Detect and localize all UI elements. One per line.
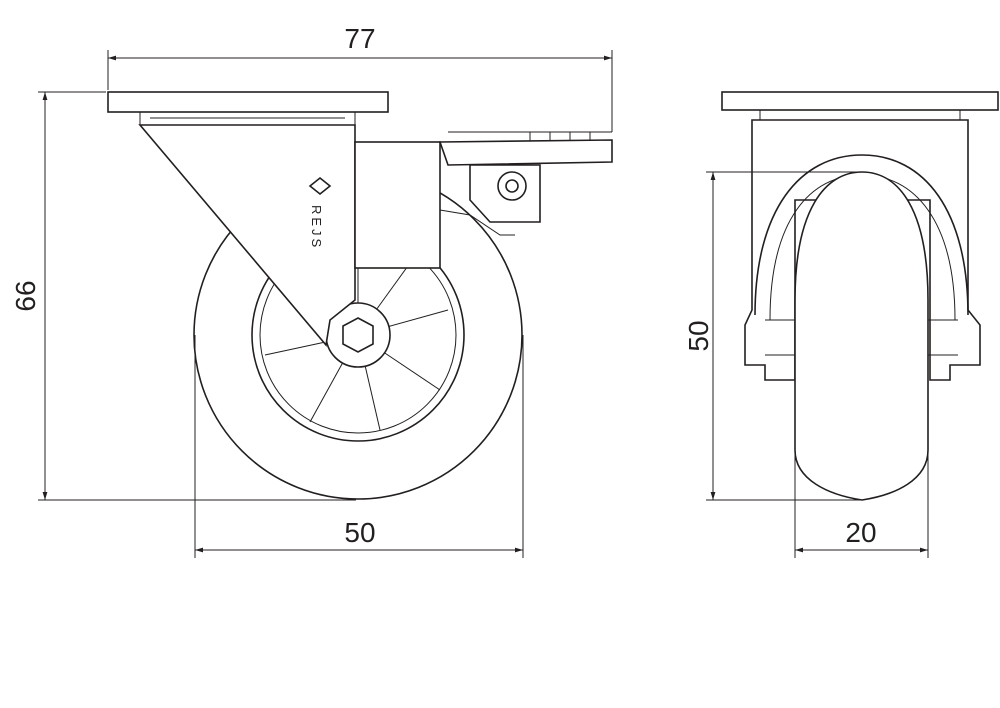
top-plate [107, 91, 389, 113]
side-top-plate [721, 91, 999, 111]
svg-text:REJS: REJS [309, 205, 324, 250]
svg-text:50: 50 [344, 517, 375, 548]
dimension-20: 20 [794, 450, 929, 558]
dimension-66: 66 [10, 91, 356, 501]
swivel-bracket [138, 124, 356, 347]
svg-text:77: 77 [344, 23, 375, 54]
svg-text:50: 50 [683, 320, 714, 351]
side-fork [744, 119, 981, 381]
svg-text:66: 66 [10, 280, 41, 311]
brake-pedal [438, 139, 613, 166]
side-view: 50 20 [683, 91, 999, 558]
brake-housing [354, 141, 441, 269]
side-wheel [794, 171, 929, 501]
svg-text:20: 20 [845, 517, 876, 548]
dimension-77: 77 [107, 23, 613, 132]
front-view: REJS 77 66 50 [10, 23, 613, 558]
dimension-50-height: 50 [683, 171, 860, 501]
hex-axle-icon [342, 317, 374, 353]
rejs-logo: REJS [308, 176, 332, 250]
dimension-50-diameter: 50 [194, 335, 524, 558]
brake-pivot [497, 171, 527, 201]
